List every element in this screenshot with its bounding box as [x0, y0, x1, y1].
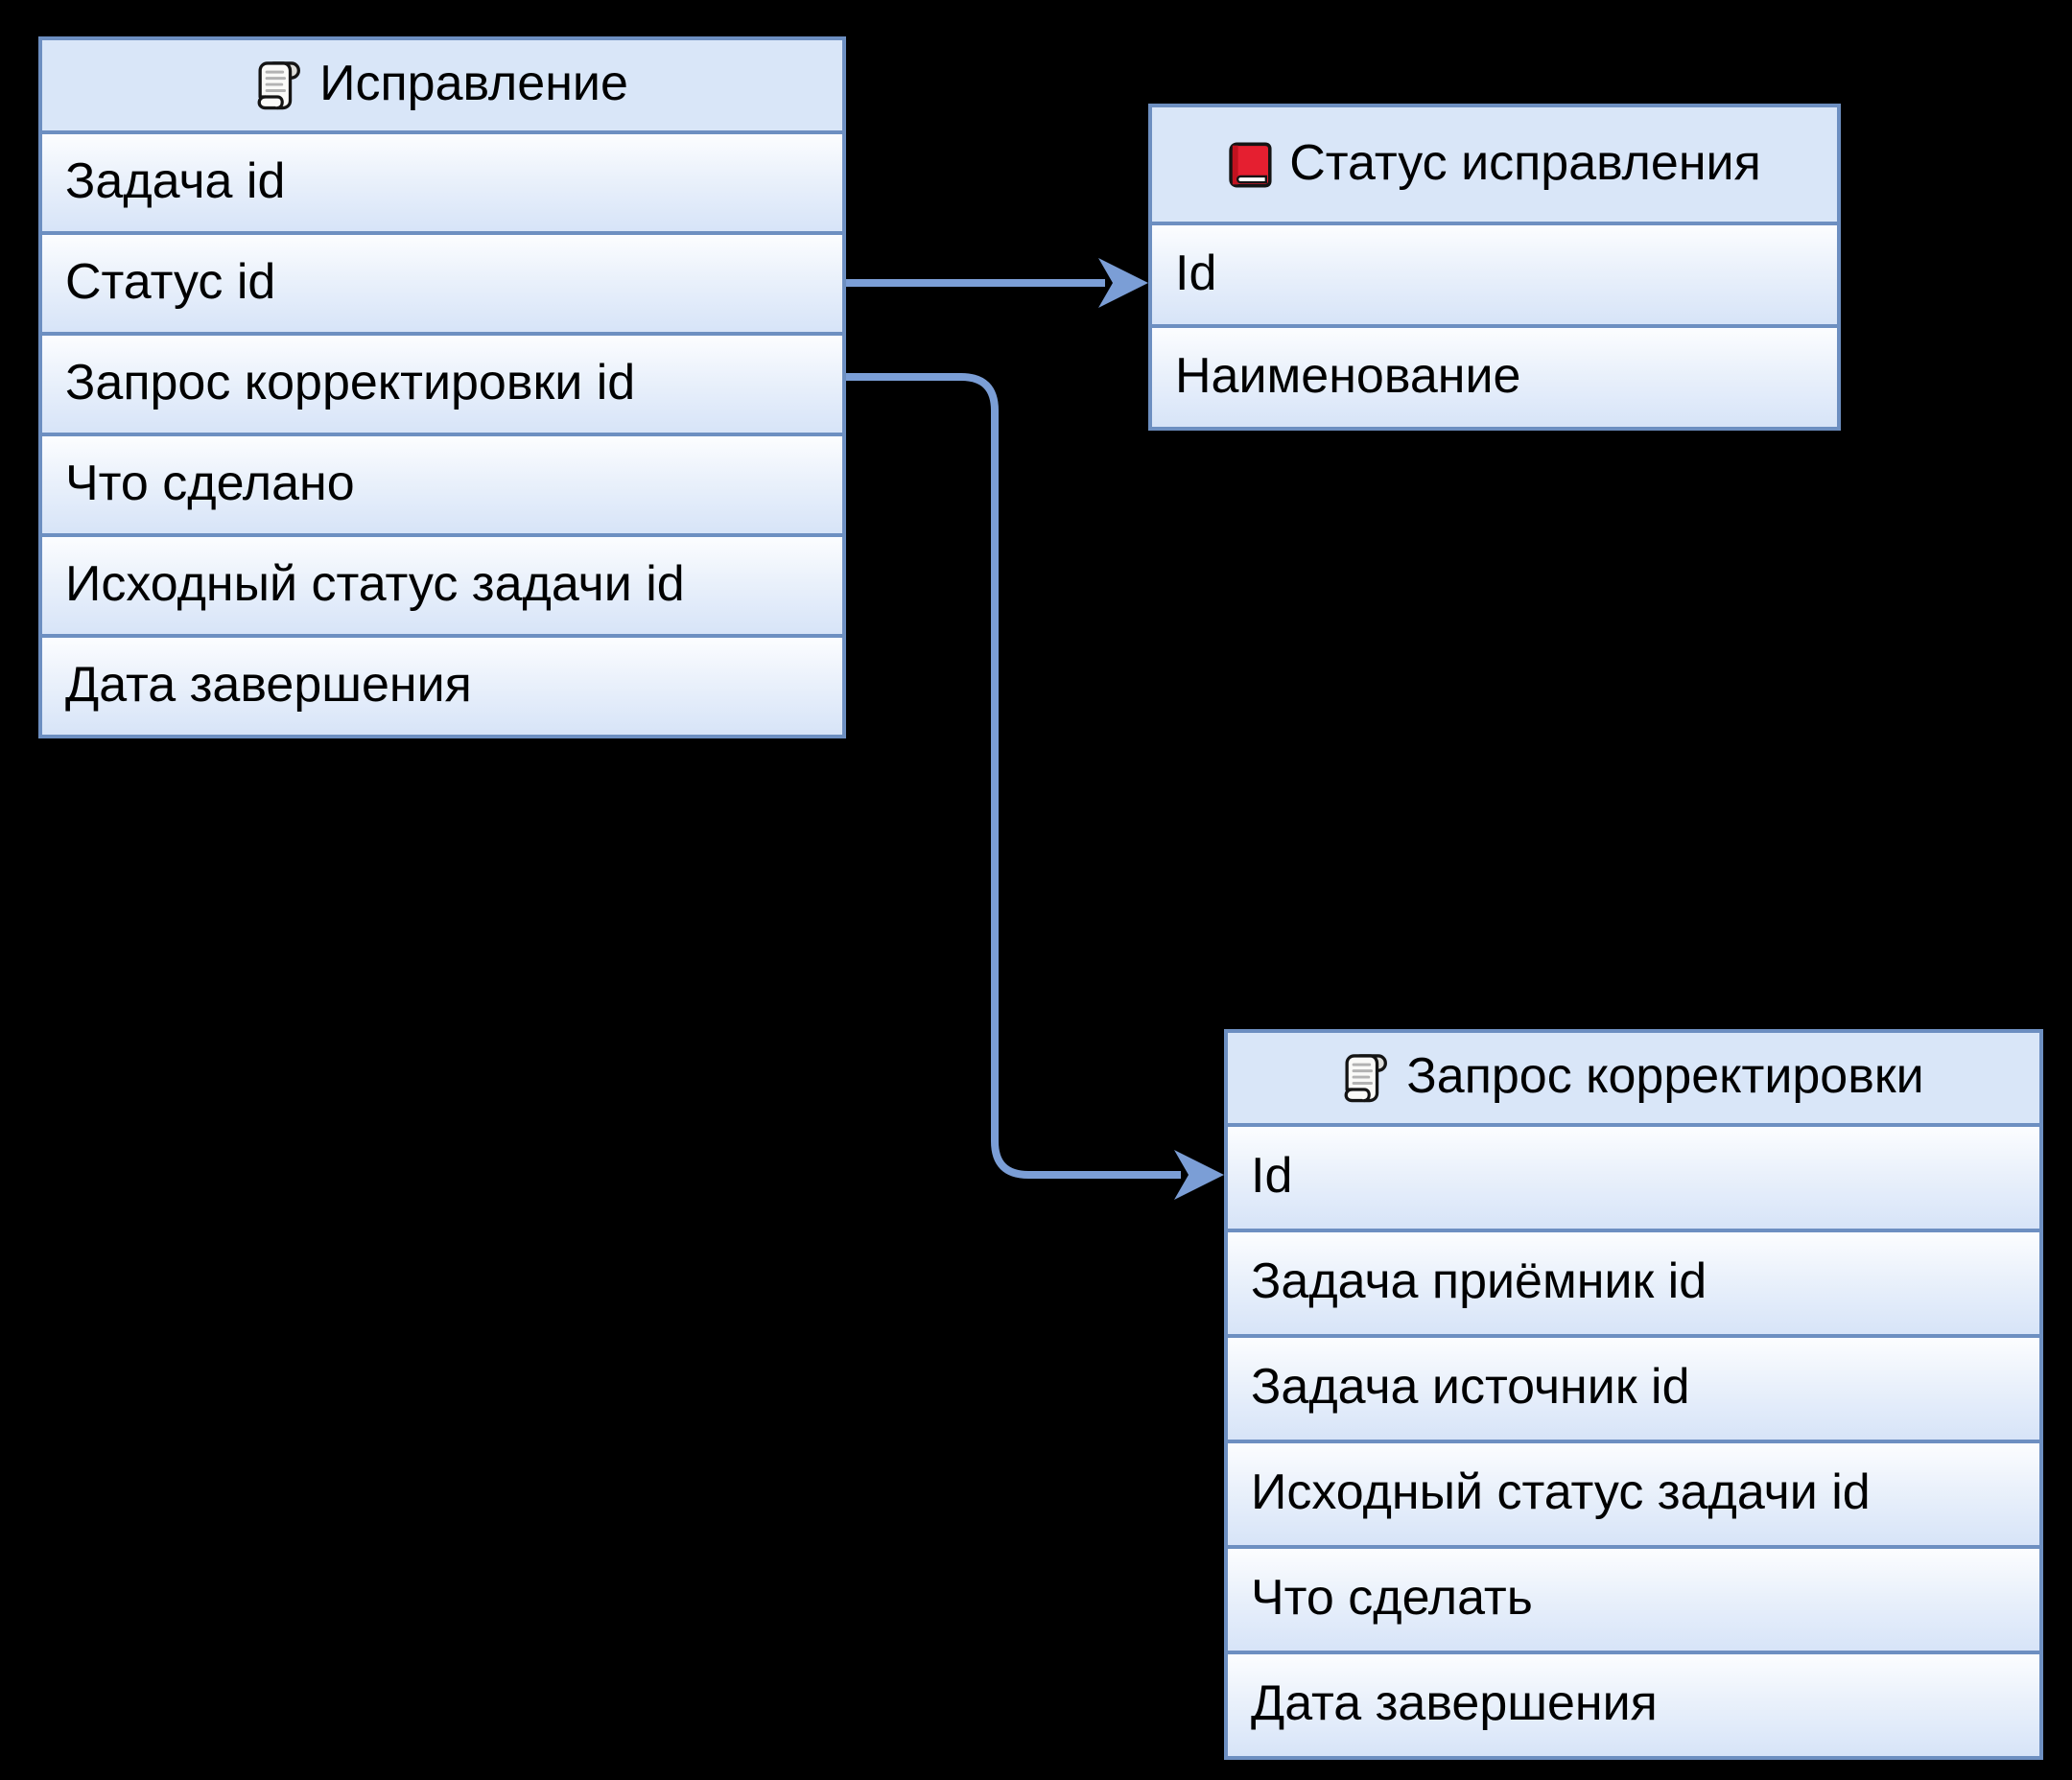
- entity-status-ispravleniya-header[interactable]: Статус исправления: [1152, 107, 1837, 225]
- connector-zapros-id-to-zapros-korrektirovki[interactable]: [846, 373, 1224, 1200]
- field-chto-sdelat[interactable]: Что сделать: [1228, 1549, 2039, 1654]
- field-zadacha-id[interactable]: Задача id: [42, 134, 842, 235]
- field-zapros-korrektirovki-id[interactable]: Запрос корректировки id: [42, 336, 842, 436]
- field-data-zaversheniya[interactable]: Дата завершения: [42, 638, 842, 735]
- entity-ispravlenie[interactable]: Исправление Задача id Статус id Запрос к…: [38, 36, 846, 738]
- connector-status-id-to-status-ispravleniya[interactable]: [846, 258, 1148, 308]
- field-id[interactable]: Id: [1228, 1127, 2039, 1232]
- entity-zapros-korrektirovki[interactable]: Запрос корректировки Id Задача приёмник …: [1224, 1029, 2043, 1760]
- field-zadacha-istochnik-id[interactable]: Задача источник id: [1228, 1338, 2039, 1443]
- entity-ispravlenie-title: Исправление: [319, 56, 628, 111]
- entity-status-ispravleniya[interactable]: Статус исправления Id Наименование: [1148, 104, 1841, 431]
- entity-zapros-korrektirovki-header[interactable]: Запрос корректировки: [1228, 1033, 2039, 1127]
- book-icon: [1229, 142, 1272, 187]
- field-ishodny-status-zadachi-id[interactable]: Исходный статус задачи id: [42, 537, 842, 638]
- field-data-zaversheniya[interactable]: Дата завершения: [1228, 1654, 2039, 1756]
- field-naimenovanie[interactable]: Наименование: [1152, 328, 1837, 427]
- field-id[interactable]: Id: [1152, 225, 1837, 328]
- scroll-icon: [1344, 1054, 1388, 1103]
- field-ishodny-status-zadachi-id[interactable]: Исходный статус задачи id: [1228, 1443, 2039, 1549]
- entity-ispravlenie-header[interactable]: Исправление: [42, 40, 842, 134]
- field-chto-sdelano[interactable]: Что сделано: [42, 436, 842, 537]
- field-zadacha-priyomnik-id[interactable]: Задача приёмник id: [1228, 1232, 2039, 1338]
- entity-zapros-korrektirovki-title: Запрос корректировки: [1406, 1048, 1924, 1104]
- entity-status-ispravleniya-title: Статус исправления: [1289, 134, 1761, 191]
- scroll-icon: [257, 61, 301, 110]
- field-status-id[interactable]: Статус id: [42, 235, 842, 336]
